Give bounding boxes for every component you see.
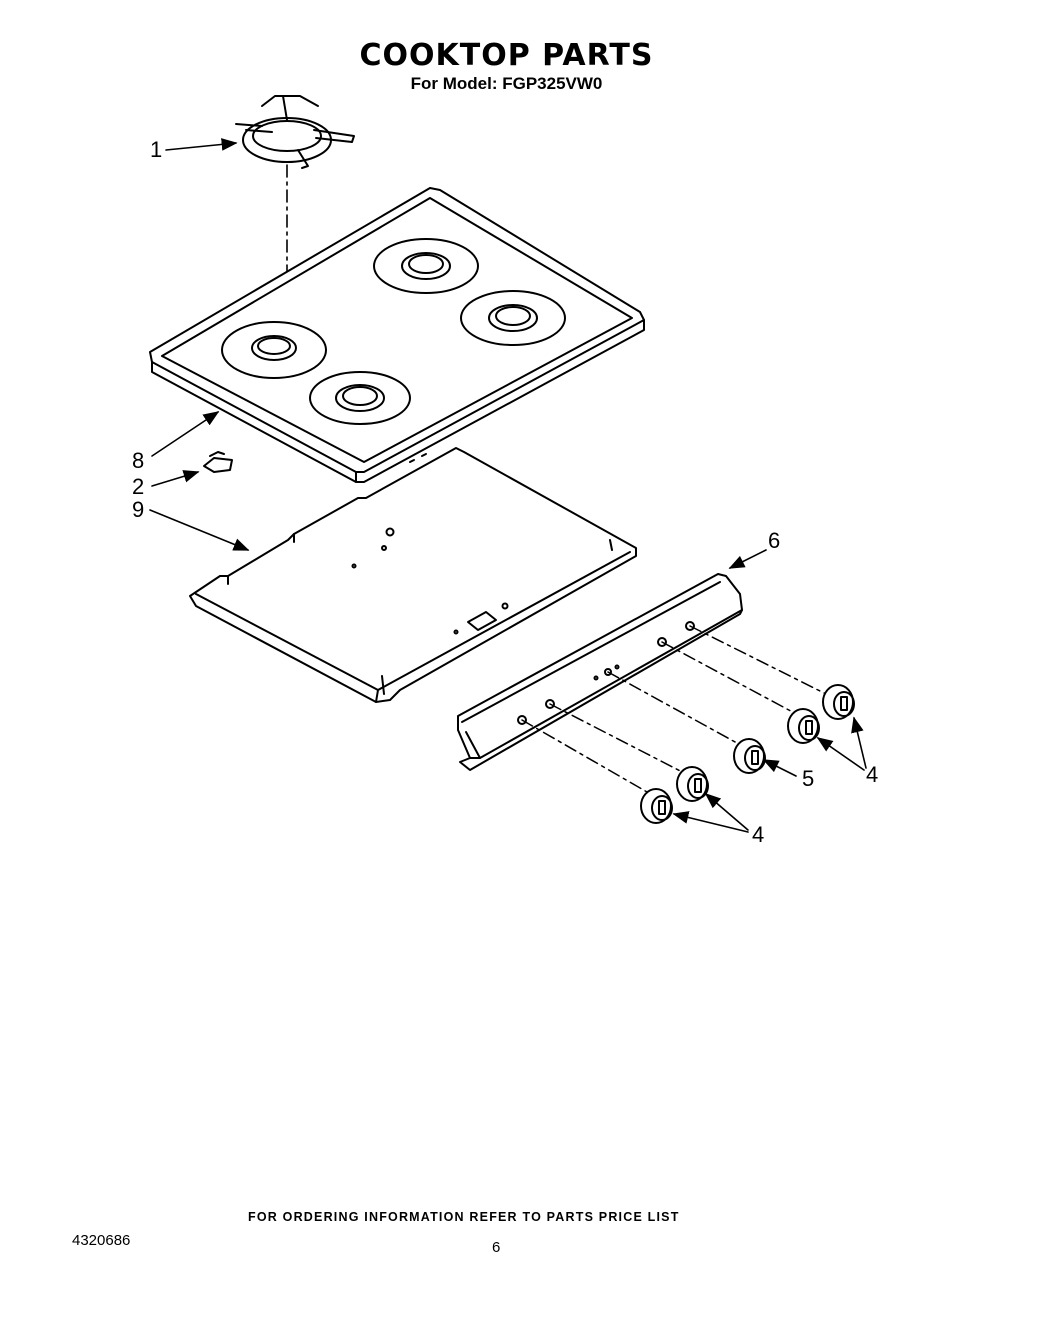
- burner-box-pan: [189, 447, 637, 703]
- page-title: COOKTOP PARTS: [359, 38, 654, 73]
- page-number: 6: [492, 1239, 501, 1256]
- callout-4-left: 4: [752, 822, 764, 847]
- callout-8: 8: [132, 448, 144, 473]
- burner-bowl-left-front: [221, 321, 327, 379]
- burner-bowl-right-rear: [460, 290, 566, 346]
- callout-5: 5: [802, 766, 814, 791]
- callout-4-right: 4: [866, 762, 878, 787]
- callout-1: 1: [150, 137, 162, 162]
- callout-2: 2: [132, 474, 144, 499]
- cooktop-main-top: [149, 187, 645, 483]
- burner-bowl-center-front: [309, 371, 411, 425]
- retaining-clip: [203, 451, 233, 473]
- model-subtitle: For Model: FGP325VW0: [410, 74, 603, 93]
- control-panel: [457, 573, 743, 771]
- ordering-note: FOR ORDERING INFORMATION REFER TO PARTS …: [248, 1210, 680, 1224]
- burner-knob-4: [822, 684, 855, 720]
- burner-knob-center: [733, 738, 766, 774]
- burner-knob-3: [787, 708, 820, 744]
- burner-grate: [235, 95, 355, 169]
- callout-6: 6: [768, 528, 780, 553]
- burner-knob-1: [640, 788, 673, 824]
- burner-knob-2: [676, 766, 709, 802]
- burner-bowl-left-rear: [373, 238, 479, 294]
- callout-9: 9: [132, 497, 144, 522]
- document-number: 4320686: [72, 1232, 131, 1249]
